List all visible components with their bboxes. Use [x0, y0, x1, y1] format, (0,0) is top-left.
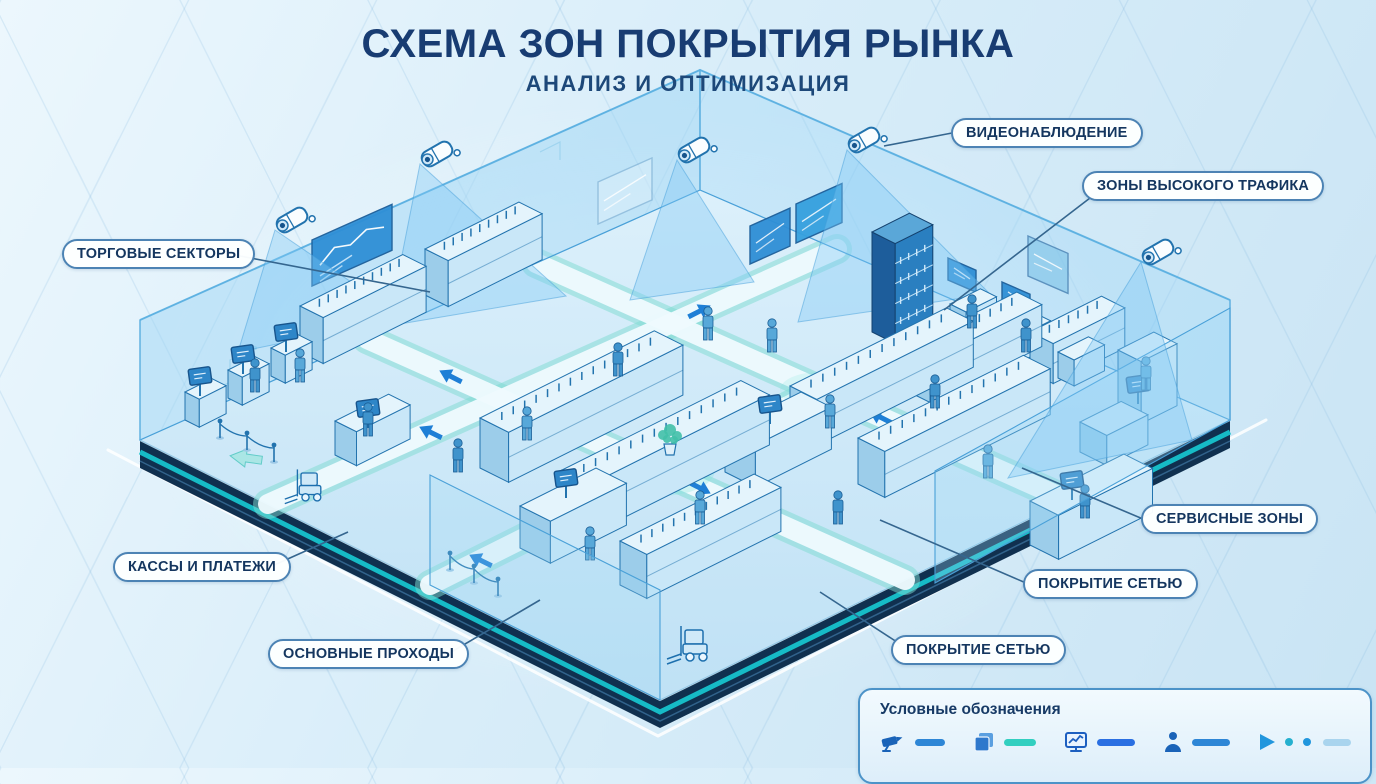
callout-high-traffic-zones: ЗОНЫ ВЫСОКОГО ТРАФИКА: [1082, 171, 1325, 201]
screens-icon: [974, 733, 993, 752]
monitor-analytics-icon: [1065, 732, 1087, 752]
legend-item-camera: [880, 730, 945, 754]
product-cabinet: [870, 212, 934, 345]
legend-items: [880, 730, 1351, 754]
security-cameras: [275, 126, 1182, 266]
forklift: [666, 626, 708, 665]
callout-service-zones: СЕРВИСНЫЕ ЗОНЫ: [1141, 504, 1319, 534]
legend-item-person: [1162, 730, 1230, 754]
legend-item-monitor: [1063, 730, 1135, 754]
legend-marker-screens: [1004, 738, 1036, 746]
person-icon: [1165, 732, 1181, 752]
cctv-camera-icon: [881, 736, 903, 752]
plant: [658, 424, 682, 456]
flow-dot-1: [1285, 738, 1293, 746]
legend-item-screens: [972, 730, 1036, 754]
flow-dot-2: [1303, 738, 1311, 746]
callout-trade-sectors: ТОРГОВЫЕ СЕКТОРЫ: [62, 239, 256, 269]
forklift: [284, 469, 322, 505]
page-subtitle: АНАЛИЗ И ОПТИМИЗАЦИЯ: [525, 71, 851, 96]
desk-monitors: [187, 322, 1151, 500]
play-icon: [1260, 734, 1275, 750]
isometric-floor-plan: [138, 68, 1232, 728]
legend-box: Условные обозначения: [858, 688, 1372, 784]
legend-item-flow: [1257, 731, 1351, 753]
camera-coverage-cone-right: [1006, 260, 1193, 479]
legend-marker-monitor: [1097, 738, 1135, 746]
callout-video-surveillance: ВИДЕОНАБЛЮДЕНИЕ: [951, 118, 1143, 148]
header: СХЕМА ЗОН ПОКРЫТИЯ РЫНКА АНАЛИЗ И ОПТИМИ…: [0, 24, 1376, 97]
legend-marker-flow: [1323, 738, 1351, 746]
callout-checkouts-payments: КАССЫ И ПЛАТЕЖИ: [113, 552, 291, 582]
people: [249, 294, 1152, 561]
callout-main-aisles: ОСНОВНЫЕ ПРОХОДЫ: [268, 639, 470, 669]
callout-network-coverage-lower: ПОКРЫТИЕ СЕТЬЮ: [891, 635, 1066, 665]
front-walls: [429, 307, 1231, 701]
page-title: СХЕМА ЗОН ПОКРЫТИЯ РЫНКА: [361, 22, 1015, 66]
callout-network-coverage-upper: ПОКРЫТИЕ СЕТЬЮ: [1023, 569, 1198, 599]
queue-stanchions: [216, 418, 502, 598]
legend-marker-camera: [915, 738, 945, 746]
legend-title: Условные обозначения: [880, 701, 1061, 718]
legend-marker-person: [1192, 738, 1230, 746]
